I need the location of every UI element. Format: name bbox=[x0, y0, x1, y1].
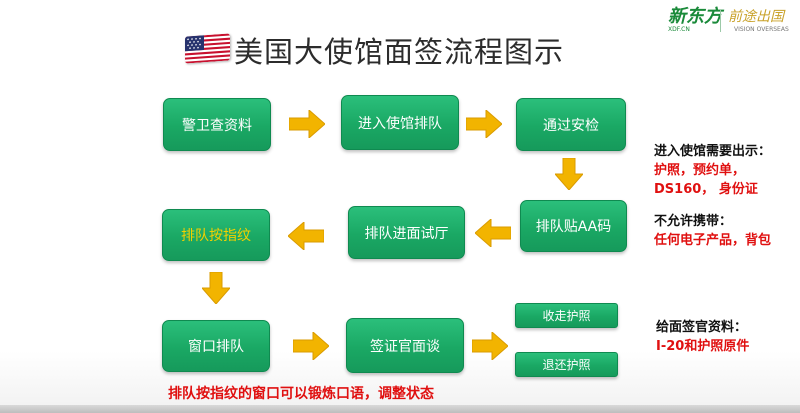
outcome-passport-kept: 收走护照 bbox=[515, 303, 618, 328]
arrow-right-icon bbox=[472, 332, 508, 360]
partner-logo-text: 前途出国 bbox=[728, 9, 784, 25]
note-officer-title: 给面签官资料： bbox=[656, 320, 748, 335]
step-fingerprint: 排队按指纹 bbox=[162, 209, 270, 261]
step-aa-code: 排队贴AA码 bbox=[520, 200, 627, 252]
arrow-left-icon bbox=[288, 222, 324, 250]
note-forbidden-items: 不允许携带： 任何电子产品，背包 bbox=[654, 212, 771, 250]
step-officer-interview: 签证官面谈 bbox=[346, 318, 464, 373]
note-required-title: 进入使馆需要出示： bbox=[654, 144, 772, 159]
note-forbidden-title: 不允许携带： bbox=[654, 214, 733, 229]
arrow-right-icon bbox=[466, 110, 502, 138]
page-title: 美国大使馆面签流程图示 bbox=[234, 35, 565, 69]
logo-divider bbox=[720, 10, 721, 32]
logo-subtext: XDF.CN bbox=[668, 26, 690, 33]
arrow-right-icon bbox=[289, 110, 325, 138]
slide-bottom-bar bbox=[0, 405, 800, 413]
note-officer-list: I-20和护照原件 bbox=[656, 339, 750, 354]
note-officer-documents: 给面签官资料： I-20和护照原件 bbox=[656, 318, 749, 356]
arrow-right-icon bbox=[293, 332, 329, 360]
step-interview-hall: 排队进面试厅 bbox=[348, 206, 465, 259]
note-forbidden-list: 任何电子产品，背包 bbox=[654, 233, 772, 248]
step-guard-check: 警卫查资料 bbox=[163, 98, 271, 151]
step-enter-embassy-queue: 进入使馆排队 bbox=[341, 95, 459, 150]
partner-logo-subtext: VISION OVERSEAS bbox=[734, 26, 789, 33]
arrow-down-icon bbox=[555, 158, 583, 190]
bottom-tip: 排队按指纹的窗口可以锻炼口语，调整状态 bbox=[168, 386, 434, 402]
step-security-check: 通过安检 bbox=[516, 98, 626, 151]
note-required-items-2: DS160， 身份证 bbox=[654, 182, 758, 197]
note-required-items-1: 护照，预约单， bbox=[654, 163, 746, 178]
brand-logo: 新东方 XDF.CN 前途出国 VISION OVERSEAS bbox=[668, 6, 796, 36]
arrow-left-icon bbox=[475, 219, 511, 247]
us-flag-icon bbox=[185, 33, 230, 64]
outcome-passport-returned: 退还护照 bbox=[515, 352, 618, 377]
logo-text: 新东方 bbox=[668, 6, 722, 27]
arrow-down-icon bbox=[202, 272, 230, 304]
note-required-documents: 进入使馆需要出示： 护照，预约单， DS160， 身份证 bbox=[654, 142, 771, 199]
step-window-queue: 窗口排队 bbox=[162, 320, 270, 372]
